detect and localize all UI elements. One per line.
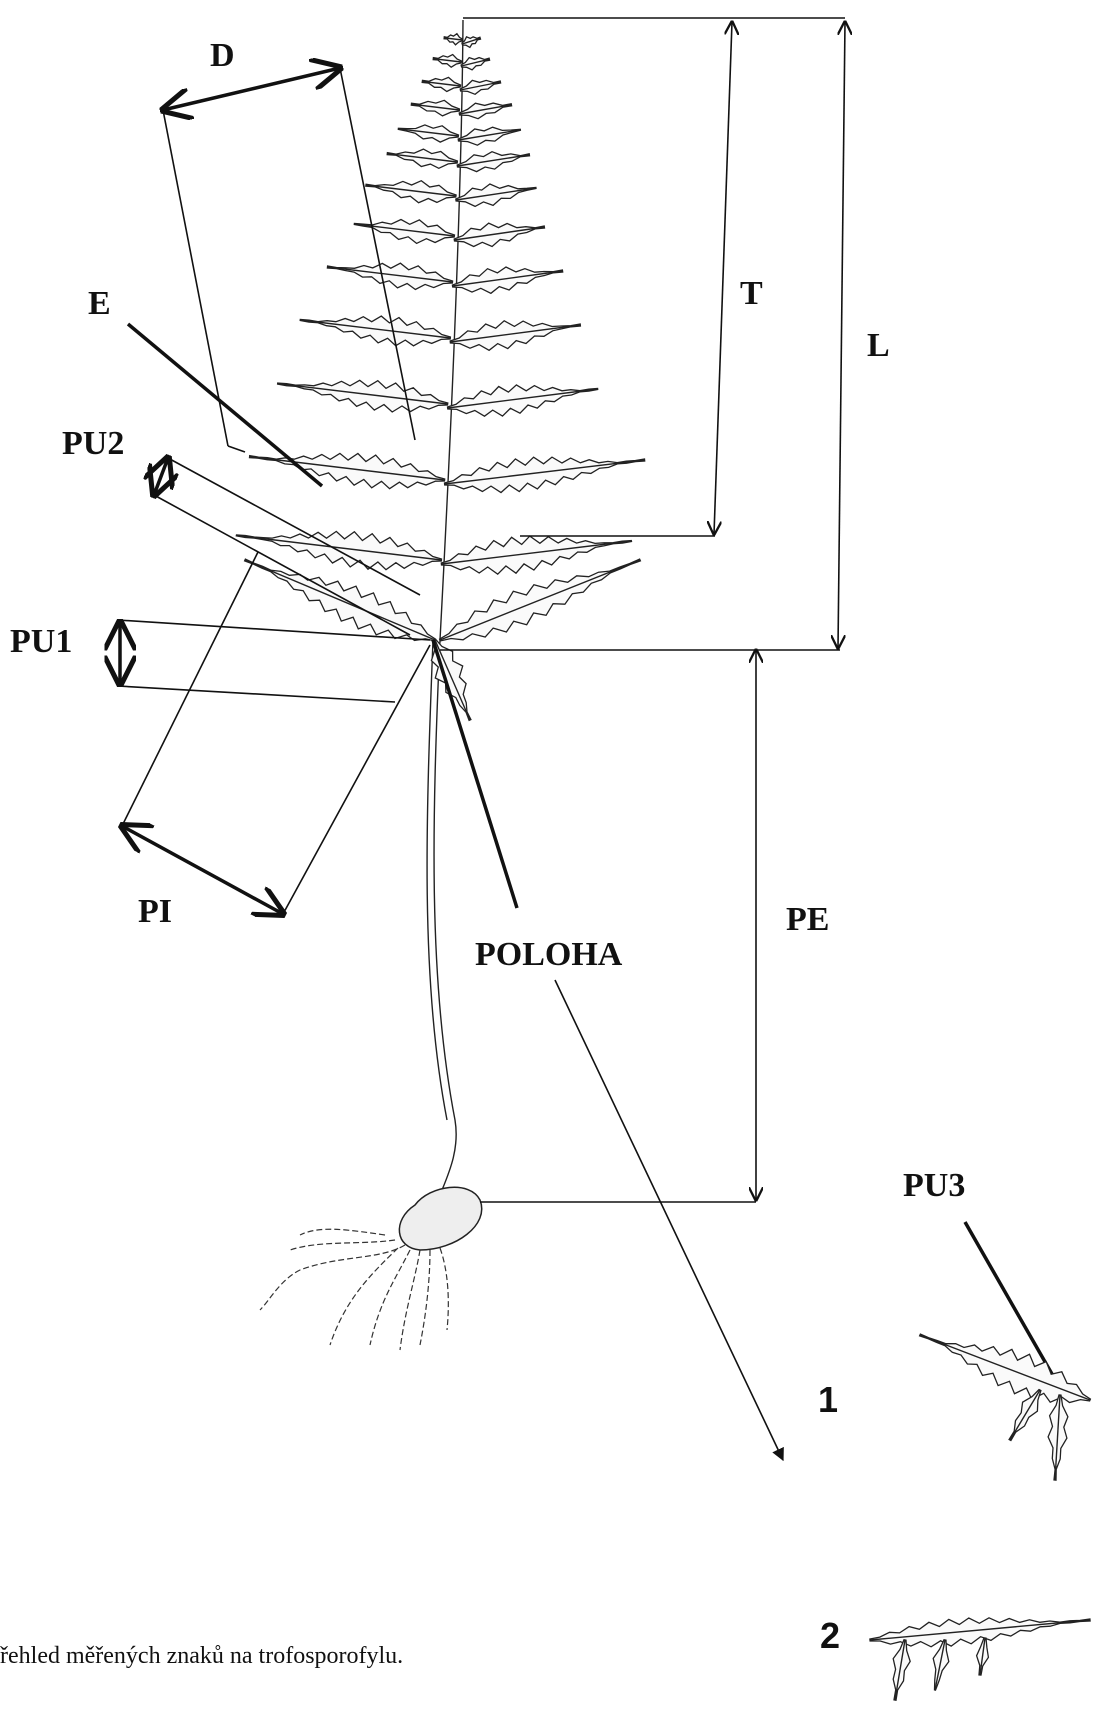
rhizome: [399, 1187, 481, 1250]
label-pu3: PU3: [903, 1167, 965, 1204]
label-pi: PI: [138, 893, 172, 930]
label-poloha: POLOHA: [475, 936, 623, 973]
label-l: L: [867, 327, 890, 364]
detail-pinna-2: [870, 1618, 1090, 1700]
measurement-lines: [118, 18, 1060, 1460]
label-e: E: [88, 285, 111, 322]
detail-pinna-1: [920, 1334, 1091, 1480]
d-dimension-line: [163, 68, 340, 110]
fern-frond: [236, 20, 644, 1350]
pu2-dimension-line: [154, 458, 168, 495]
label-t: T: [740, 275, 763, 312]
label-d: D: [210, 37, 235, 74]
label-pu1: PU1: [10, 623, 72, 660]
poloha-pointer-line: [433, 640, 517, 908]
arrow-to-detail-1: [555, 980, 783, 1460]
l-dimension-line: [838, 22, 845, 648]
label-pe: PE: [786, 901, 829, 938]
label-pu2: PU2: [62, 425, 124, 462]
figure-caption: řehled měřených znaků na trofosporofylu.: [0, 1643, 403, 1669]
figure-number-2: 2: [820, 1615, 840, 1656]
t-dimension-line: [714, 22, 732, 534]
pinnae-group: [236, 34, 644, 721]
e-pointer-line: [128, 324, 322, 486]
figure-number-1: 1: [818, 1379, 838, 1420]
